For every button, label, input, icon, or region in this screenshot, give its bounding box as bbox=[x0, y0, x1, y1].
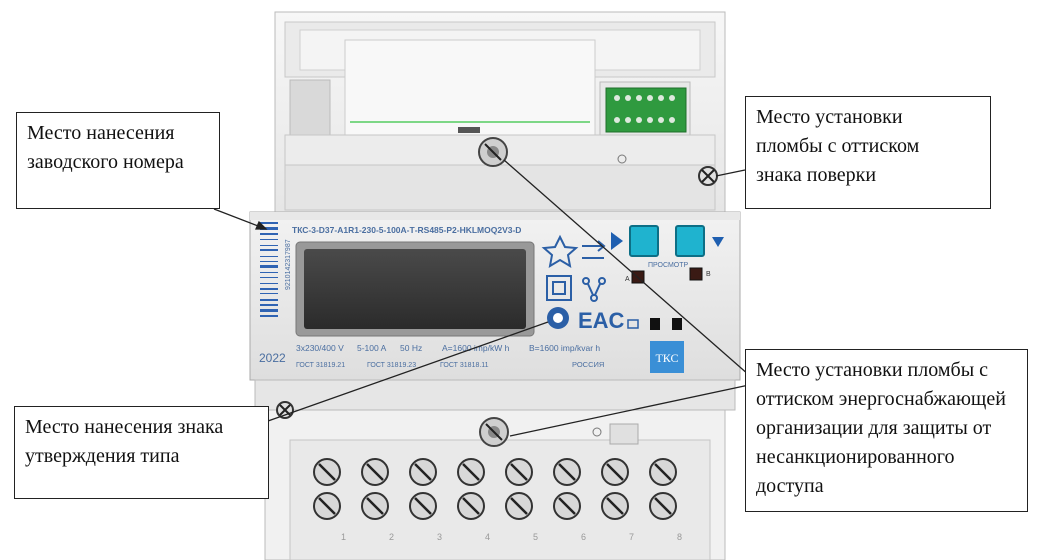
barcode-bar bbox=[260, 315, 278, 317]
barcode-bar bbox=[260, 283, 278, 284]
callout-energy-supplier-line-2: оттиском энергоснабжающей bbox=[756, 388, 1006, 410]
interface-terminal-block bbox=[605, 87, 687, 133]
barcode-bar bbox=[260, 309, 278, 312]
terminal-screw-icon bbox=[601, 492, 629, 520]
terminal-number: 6 bbox=[581, 532, 586, 542]
callout-serial-number: Место нанесения заводского номера bbox=[16, 112, 220, 209]
barcode-bar bbox=[260, 272, 278, 273]
terminal-screw-icon bbox=[553, 492, 581, 520]
barcode-bar bbox=[260, 288, 278, 290]
view-button-a[interactable] bbox=[629, 225, 659, 257]
terminal-screw-icon bbox=[649, 492, 677, 520]
spec-current: 5-100 A bbox=[357, 343, 387, 353]
manufacture-year: 2022 bbox=[259, 351, 286, 365]
barcode-bar bbox=[260, 304, 278, 306]
leader-lines bbox=[213, 159, 750, 437]
callout-type-approval-line-2: утверждения типа bbox=[25, 445, 180, 467]
manufacturer-logo: ТКС bbox=[650, 341, 684, 373]
callout-serial-line-1: Место нанесения bbox=[27, 122, 175, 144]
standard-3: ГОСТ 31818.11 bbox=[440, 362, 489, 369]
callout-energy-supplier-seal: Место установки пломбы с оттиском энерго… bbox=[745, 349, 1028, 512]
verification-seal-screw-icon bbox=[698, 166, 718, 186]
barcode-bar bbox=[260, 227, 278, 230]
type-approval-mark-icon bbox=[547, 307, 569, 329]
network-icon bbox=[582, 277, 606, 302]
terminal-screw-icon bbox=[601, 458, 629, 486]
barcode-bar bbox=[260, 293, 278, 294]
barcode-bar bbox=[260, 277, 278, 278]
terminal-screw-icon bbox=[361, 492, 389, 520]
callout-energy-supplier-line-4: несанкционированного bbox=[756, 446, 955, 468]
barcode-bar bbox=[260, 265, 278, 268]
barcode-bar bbox=[260, 245, 278, 246]
terminal-number: 2 bbox=[389, 532, 394, 542]
callout-serial-line-2: заводского номера bbox=[27, 151, 184, 173]
country-label: РОССИЯ bbox=[572, 360, 604, 369]
barcode-bar bbox=[260, 261, 278, 262]
barcode-bar bbox=[260, 256, 278, 257]
terminal-number: 3 bbox=[437, 532, 442, 542]
model-designation: ТКС-3-D37-A1R1-230-5-100А-Т-RS485-P2-HKL… bbox=[292, 225, 521, 235]
led-a-label: A bbox=[625, 276, 630, 283]
lower-housing bbox=[254, 379, 736, 560]
barcode-bar bbox=[260, 222, 278, 224]
view-button-b[interactable] bbox=[675, 225, 705, 257]
scroll-left-arrow-icon bbox=[611, 232, 623, 250]
callout-verification-line-1: Место установки bbox=[756, 106, 903, 128]
terminal-screw-icon bbox=[505, 492, 533, 520]
callout-energy-supplier-line-3: организации для защиты от bbox=[756, 417, 992, 439]
callout-energy-supplier-line-1: Место установки пломбы с bbox=[756, 359, 989, 381]
scroll-down-arrow-icon bbox=[712, 237, 724, 247]
lcd-display bbox=[295, 241, 535, 337]
callout-verification-line-2: пломбы с оттиском bbox=[756, 135, 920, 157]
callout-energy-supplier-line-5: доступа bbox=[756, 475, 824, 497]
terminal-number: 4 bbox=[485, 532, 490, 542]
terminal-number: 8 bbox=[677, 532, 682, 542]
terminal-number: 7 bbox=[629, 532, 634, 542]
optical-port-icon bbox=[627, 318, 682, 330]
terminal-screw-icon bbox=[313, 492, 341, 520]
double-insulation-icon bbox=[546, 275, 572, 301]
view-button-caption: ПРОСМОТР bbox=[648, 262, 689, 269]
barcode-bar bbox=[260, 233, 278, 235]
callout-verification-line-3: знака поверки bbox=[756, 164, 877, 186]
barcode-bar bbox=[260, 239, 278, 240]
callout-verification-seal: Место установки пломбы с оттиском знака … bbox=[745, 96, 991, 209]
serial-barcode bbox=[260, 222, 278, 317]
terminal-screw-icon bbox=[457, 492, 485, 520]
star-symbol-icon bbox=[541, 234, 579, 268]
terminal-screw-icon bbox=[457, 458, 485, 486]
spec-reactive-constant: B=1600 imp/kvar h bbox=[529, 343, 600, 353]
power-terminal-block: 1 2 3 4 5 6 7 8 bbox=[313, 458, 682, 542]
terminal-screw-icon bbox=[409, 458, 437, 486]
pulse-output-icon bbox=[582, 240, 606, 259]
barcode-bar bbox=[260, 249, 278, 251]
terminal-screw-icon bbox=[505, 458, 533, 486]
callout-type-approval-line-1: Место нанесения знака bbox=[25, 416, 224, 438]
terminal-screw-icon bbox=[553, 458, 581, 486]
serial-barcode-digits: 9210142317987 bbox=[285, 239, 292, 290]
callout-type-approval: Место нанесения знака утверждения типа bbox=[14, 406, 269, 499]
led-b-label: B bbox=[706, 271, 711, 278]
terminal-number: 5 bbox=[533, 532, 538, 542]
terminal-screw-icon bbox=[649, 458, 677, 486]
spec-voltage: 3x230/400 V bbox=[296, 343, 344, 353]
terminal-screw-icon bbox=[313, 458, 341, 486]
barcode-bar bbox=[260, 299, 278, 301]
eac-mark: EAC bbox=[578, 308, 625, 333]
terminal-screw-icon bbox=[409, 492, 437, 520]
top-seal-screw-icon bbox=[478, 137, 508, 167]
terminal-number: 1 bbox=[341, 532, 346, 542]
standard-2: ГОСТ 31819.23 bbox=[367, 362, 416, 369]
spec-frequency: 50 Hz bbox=[400, 343, 422, 353]
left-seal-screw-icon bbox=[276, 401, 294, 419]
led-b bbox=[689, 267, 703, 281]
svg-text:ТКС: ТКС bbox=[655, 351, 678, 365]
standard-1: ГОСТ 31819.21 bbox=[296, 362, 345, 369]
bottom-seal-screw-icon bbox=[479, 417, 509, 447]
terminal-screw-icon bbox=[361, 458, 389, 486]
